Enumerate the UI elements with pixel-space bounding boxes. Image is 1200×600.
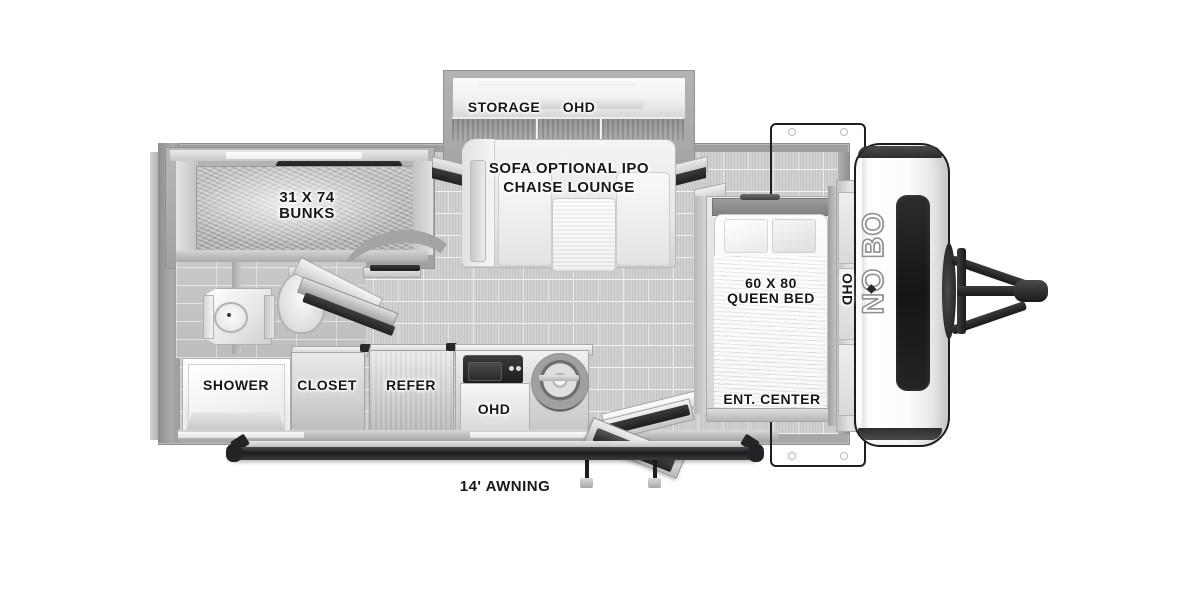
shower-pan [186, 412, 285, 430]
front-cap-top-trim [858, 146, 942, 158]
sink-drain-icon [227, 313, 231, 317]
exterior-window-kitchen [470, 432, 590, 438]
awning-label: 14' AWNING [459, 478, 551, 495]
brand-logo-mark-icon: ◆ [863, 284, 878, 294]
slide-out-window [477, 79, 637, 86]
step-leg-left [585, 447, 589, 481]
brand-logo: NO BO ◆ [856, 186, 892, 342]
step-foot-right [648, 478, 661, 488]
hallway-step-edge [370, 265, 420, 271]
overhead-cabinet-divider-1 [536, 117, 538, 139]
kitchen-overhead-panel [460, 383, 530, 431]
bed-blanket [714, 256, 826, 412]
sofa-cushion-right [616, 172, 670, 266]
pillow-right [772, 219, 816, 253]
closet-cabinet [291, 352, 365, 434]
slide-out-fastener-2 [840, 128, 848, 136]
awning-end-cap-left [226, 444, 242, 462]
slide-out-fastener-3 [788, 452, 796, 460]
bunk-base-edge [176, 250, 428, 262]
awning-roller-tube [228, 447, 760, 460]
step-foot-left [580, 478, 593, 488]
bunk-window [226, 152, 362, 159]
slide-out-fastener-1 [788, 128, 796, 136]
cooktop-sink-icon [531, 353, 589, 412]
brand-logo-text: NO BO [856, 211, 891, 316]
microwave-door-icon [468, 362, 502, 381]
sofa-cushion-left [498, 172, 552, 266]
bedroom-partition [828, 186, 837, 426]
bed-headboard-handle [740, 194, 780, 200]
sink-side-panel-left [203, 295, 214, 339]
awning-mount-rail [240, 441, 750, 447]
refrigerator-handle-icon [446, 343, 457, 351]
cooktop-grate-icon [539, 375, 579, 381]
closet-handle-icon [360, 344, 371, 352]
refrigerator [369, 350, 454, 434]
hitch-coupler [1014, 280, 1048, 302]
hitch-center-beam [957, 286, 1017, 296]
microwave-knob-icon [509, 366, 514, 371]
bedroom-left-wall [694, 196, 708, 414]
bunk-right-panel [413, 161, 433, 255]
pillow-left [724, 219, 768, 253]
awning-end-cap-right [748, 444, 764, 462]
hitch-mount-plate [942, 243, 956, 339]
sink-basin-icon [214, 302, 248, 333]
overhead-cabinet-handle [540, 95, 650, 109]
sink-side-panel-right [264, 295, 275, 339]
overhead-cabinet-band [452, 117, 684, 141]
overhead-cabinet-divider-2 [600, 117, 602, 139]
sofa-chaise-arm-inner [470, 160, 486, 262]
entertainment-center-shelf [706, 408, 840, 422]
step-leg-right [653, 447, 657, 481]
front-cap-window [896, 195, 930, 391]
front-cap-bottom-trim [858, 428, 942, 440]
front-cap-seam [862, 152, 868, 434]
slide-out-fastener-4 [840, 452, 848, 460]
sofa-center-table [552, 198, 616, 272]
microwave-knob-icon-2 [516, 366, 521, 371]
